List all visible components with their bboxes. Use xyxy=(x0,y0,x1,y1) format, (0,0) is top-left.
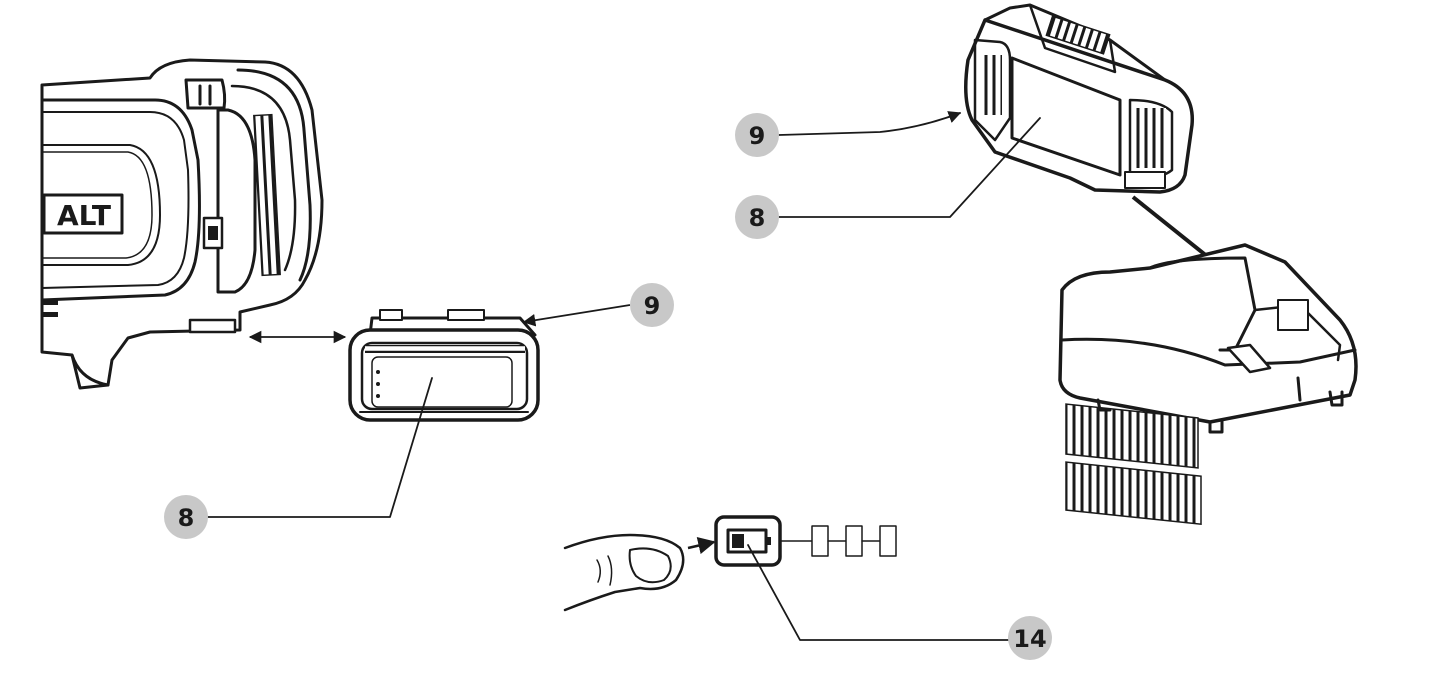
charger xyxy=(1058,243,1358,526)
callout-label: 8 xyxy=(178,504,195,532)
gauge-segment-lit xyxy=(732,534,744,548)
callout-9-left: 9 xyxy=(522,283,674,327)
callout-8-right: 8 xyxy=(735,117,1041,239)
callout-label: 8 xyxy=(749,204,766,232)
tool-brand-badge: ALT xyxy=(42,193,124,235)
drill-body: ALT xyxy=(40,58,324,390)
battery-pack-right xyxy=(964,3,1194,194)
gauge-segment-2 xyxy=(845,525,863,557)
callout-14: 14 xyxy=(747,544,1052,660)
callout-label: 9 xyxy=(644,292,661,320)
gauge-segment-3 xyxy=(879,525,897,557)
finger-hand xyxy=(563,533,685,612)
callout-9-right: 9 xyxy=(735,111,962,157)
callout-label: 9 xyxy=(749,122,766,150)
press-arrow xyxy=(687,537,716,555)
brand-text: ALT xyxy=(57,199,111,232)
fuel-gauge xyxy=(563,515,897,612)
gauge-segment-1 xyxy=(811,525,829,557)
callout-8-left: 8 xyxy=(164,377,433,539)
battery-pack-left xyxy=(348,309,540,422)
callout-label: 14 xyxy=(1013,625,1046,653)
